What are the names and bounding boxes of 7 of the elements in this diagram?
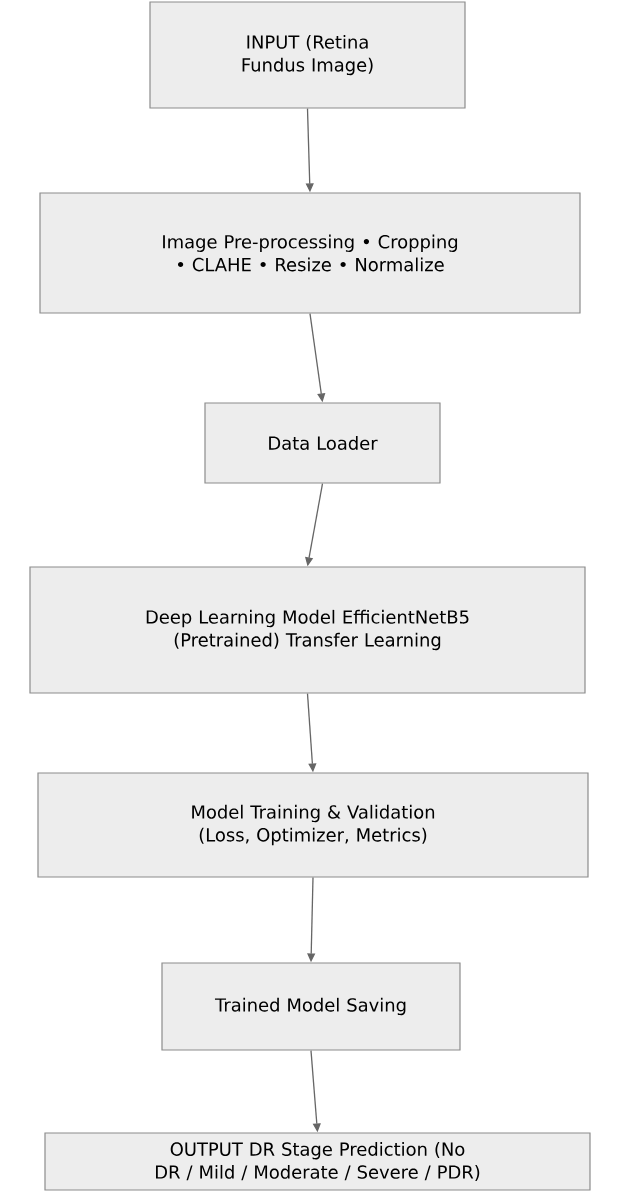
process-box: Deep Learning Model EfficientNetB5 (Pretrained) Transfer Learning [29,566,586,694]
process-box: Trained Model Saving [161,962,461,1051]
process-box: OUTPUT DR Stage Prediction (No DR / Mild / Moderate / Severe / PDR) [44,1132,591,1191]
process-box: INPUT (Retina Fundus Image) [149,1,466,109]
process-box: Data Loader [204,402,441,484]
process-box: Model Training & Validation (Loss, Optimizer, Metrics) [37,772,589,878]
process-box: Image Pre-processing • Cropping • CLAHE • Resize • Normalize [39,192,581,314]
